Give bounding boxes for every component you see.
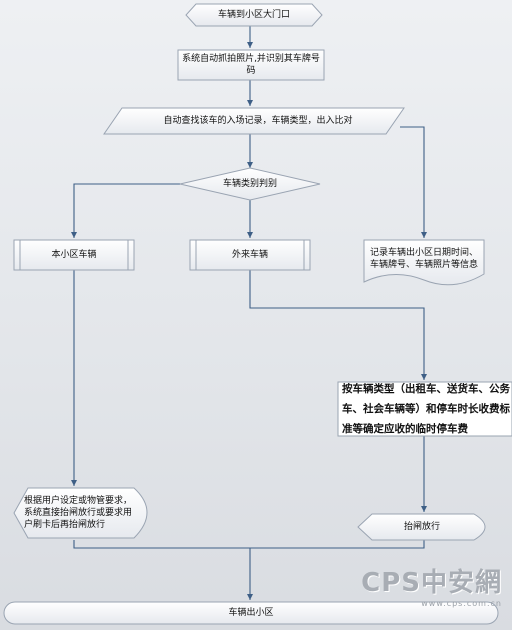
edge-gate-merge [250,540,425,549]
node-resident-label: 本小区车辆 [51,250,97,260]
node-capture-shape [177,49,325,81]
edge-release-merge [73,540,250,549]
node-lookup-label: 自动查找该车的入场记录，车辆类型，出入比对 [163,116,353,126]
node-record-label: 记录车辆出小区日期时间、车辆牌号、车辆照片等信息 [370,248,479,270]
node-decision-label: 车辆类别判别 [222,179,277,189]
node-exit-label: 车辆出小区 [228,608,274,618]
node-capture-label: 系统自动抓拍照片,并识别其车牌号码 [182,54,320,76]
node-visitor-label: 外来车辆 [231,250,268,260]
node-exit-shape [3,601,499,625]
node-gate-shape [357,513,486,541]
watermark-url: www.cps.com.cn [421,599,502,608]
node-release-label: 根据用户设定或物管要求，系统直接抬闸放行或要求用户刷卡后再抬闸放行 [24,496,133,530]
node-start-label: 车辆到小区大门口 [217,10,290,20]
node-record-shape [363,239,485,286]
connectors [71,26,427,600]
watermark-logo: CPS中安網 www.cps.com.cn [361,562,502,608]
node-release-shape [13,487,148,539]
node-fee-label: 按车辆类型（出租车、送货车、公务车、社会车辆等）和停车时长收费标准等确定应收的临… [342,383,510,435]
node-resident-shape [13,239,135,271]
watermark-brand: CPS中安網 [361,568,502,598]
node-start-shape [185,3,323,27]
node-visitor-shape [189,239,311,271]
edge-decision-resident [71,183,182,238]
edge-lookup-record [400,126,427,238]
node-lookup-shape [103,107,405,135]
node-gate-label: 抬闸放行 [403,522,440,532]
edge-visitor-fee [249,270,427,380]
node-decision-shape [179,167,321,201]
shapes [3,3,512,625]
node-fee-shape [337,381,512,437]
